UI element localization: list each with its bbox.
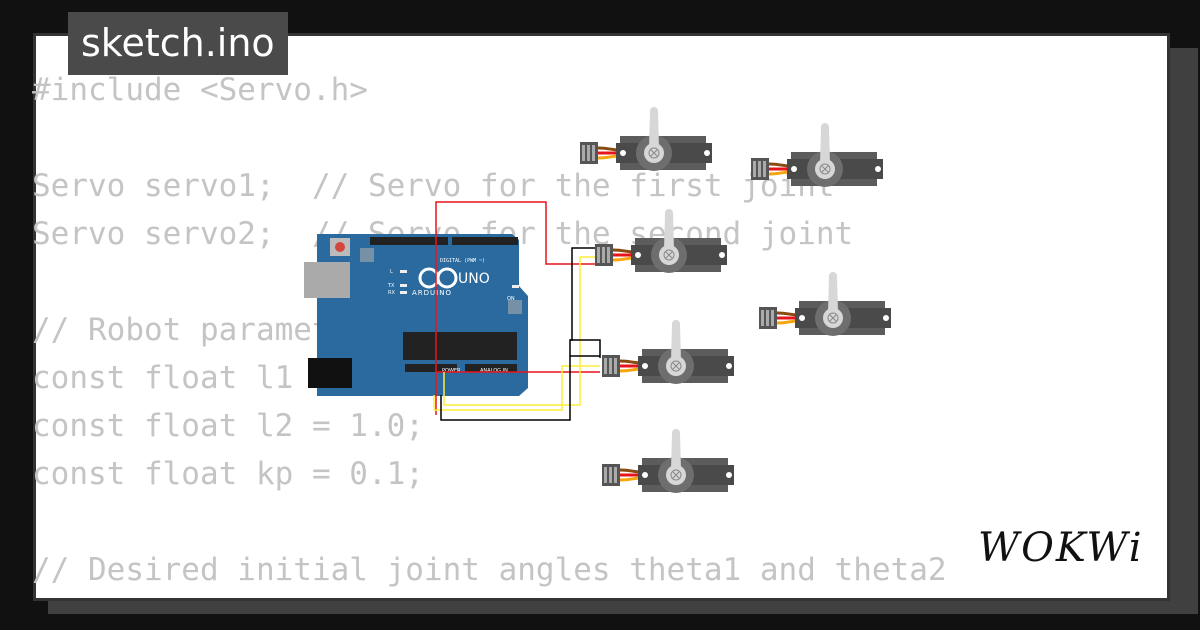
black-wire-3 (570, 339, 601, 358)
board-model: UNO (458, 271, 490, 287)
atmega-chip (403, 332, 517, 360)
code-line: const float kp = 0.1; (32, 456, 424, 492)
servo-1 (578, 105, 714, 173)
power-label: POWER (442, 368, 461, 374)
servo-3 (593, 207, 729, 275)
yellow-wire-1 (433, 365, 600, 411)
servo-2 (749, 121, 885, 189)
arduino-uno-board: UNO ARDUINO DIGITAL (PWM ~) POWER ANALOG… (304, 234, 528, 396)
code-line: const float l2 = 1.0; (32, 408, 424, 444)
wokwi-logo: WOKWi (978, 525, 1144, 571)
on-label: ON (507, 296, 515, 302)
code-preview: #include <Servo.h> Servo servo1; // Servo… (32, 66, 947, 594)
tx-label: TX (387, 283, 395, 289)
servo-6 (600, 427, 736, 495)
black-wire-1 (440, 355, 600, 421)
code-line: // Desired initial joint angles theta1 a… (32, 552, 947, 588)
reset-button (335, 242, 345, 252)
rx-label: RX (388, 290, 395, 296)
board-brand: ARDUINO (412, 289, 452, 297)
power-jack (308, 358, 352, 388)
analog-label: ANALOG IN (480, 368, 508, 374)
l-label: L (390, 269, 393, 275)
servo-4 (757, 270, 893, 338)
code-line: Servo servo1; // Servo for the first joi… (32, 168, 835, 204)
usb-port (304, 262, 350, 298)
preview-card (33, 33, 1170, 601)
yellow-wire-2 (443, 256, 600, 406)
servo-5 (600, 318, 736, 386)
red-wire-1 (435, 201, 600, 415)
digital-header-label: DIGITAL (PWM ~) (440, 258, 485, 264)
wires (433, 201, 601, 421)
code-line: #include <Servo.h> (32, 72, 368, 108)
servo-motors (578, 105, 893, 495)
filename-tab[interactable]: sketch.ino (68, 12, 288, 75)
